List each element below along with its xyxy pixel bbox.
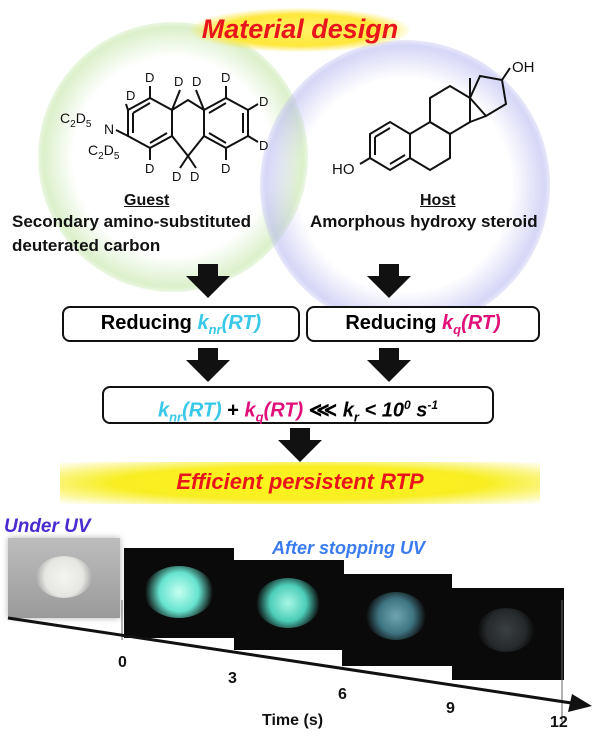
guest-description-line1: Secondary amino-substituted [12, 212, 251, 231]
host-description: Amorphous hydroxy steroid [310, 212, 538, 231]
guest-five-ring-bottom [171, 135, 205, 158]
down-arrow-icon [186, 348, 230, 382]
down-arrow-icon [186, 264, 230, 298]
guest-molecule: D D D D D D D D D D D N [104, 70, 268, 184]
guest-ethyl-group-bottom: C2D5 [88, 142, 120, 162]
host-molecule: OH HO [332, 59, 535, 178]
rate-equation-box: knr(RT) + kq(RT) ⋘ kr < 100 s-1 [102, 386, 494, 425]
guest-d-label: D [172, 169, 181, 184]
photo-after-uv-6s [342, 574, 452, 666]
time-axis-line [7, 616, 579, 706]
host-ho-left-label: HO [332, 161, 355, 178]
down-arrow-icon [367, 348, 411, 382]
arrows-row-2 [186, 348, 411, 382]
guest-d-label: D [174, 74, 183, 89]
guest-right-ring [203, 96, 249, 150]
diagram-title: Material design [201, 14, 399, 44]
photo-after-uv-3s [234, 560, 344, 650]
arrows-row-3 [278, 428, 322, 462]
guest-d-label: D [221, 161, 230, 176]
guest-five-ring-top [171, 98, 205, 111]
down-arrow-icon [278, 428, 322, 462]
guest-d-label: D [145, 161, 154, 176]
afterglow-sample [366, 592, 426, 640]
after-stopping-uv-label: After stopping UV [272, 538, 425, 558]
guest-d-label: D [126, 88, 135, 103]
guest-d-label: D [259, 138, 268, 153]
guest-description-line2: deuterated carbon [12, 236, 161, 255]
time-tick: 0 [118, 654, 127, 671]
photo-under-uv [8, 538, 120, 618]
afterglow-sample [144, 566, 214, 618]
guest-ethyl-group-top: C2D5 [60, 110, 92, 130]
time-axis-arrow-icon [568, 694, 592, 712]
title-glow [190, 8, 410, 52]
powder-sample [36, 556, 92, 598]
guest-d-label: D [192, 74, 201, 89]
host-oh-top-label: OH [512, 59, 535, 76]
under-uv-label: Under UV [4, 516, 91, 537]
guest-left-ring [127, 96, 173, 150]
result-text: Efficient persistent RTP [176, 469, 424, 494]
result-glow [60, 462, 540, 504]
reducing-kq-box: Reducing kq(RT) [306, 306, 540, 342]
afterglow-sample [478, 608, 534, 652]
time-tick: 3 [228, 670, 237, 687]
photo-after-uv-0s [124, 548, 234, 638]
guest-nitrogen-label: N [104, 121, 114, 137]
afterglow-sample [256, 578, 320, 628]
host-heading: Host [420, 192, 456, 209]
down-arrow-icon [367, 264, 411, 298]
guest-d-label: D [221, 70, 230, 85]
guest-d-label: D [259, 94, 268, 109]
time-tick: 9 [446, 700, 455, 717]
guest-d-label: D [190, 169, 199, 184]
guest-d-label: D [145, 70, 154, 85]
time-tick: 6 [338, 686, 347, 703]
time-tick: 12 [550, 714, 568, 731]
time-axis-label: Time (s) [262, 712, 324, 729]
time-axis [7, 600, 592, 722]
reducing-knr-box: Reducing knr(RT) [62, 306, 300, 342]
arrows-row-1 [186, 264, 411, 298]
photo-after-uv-9s [452, 588, 564, 680]
guest-heading: Guest [124, 192, 170, 209]
